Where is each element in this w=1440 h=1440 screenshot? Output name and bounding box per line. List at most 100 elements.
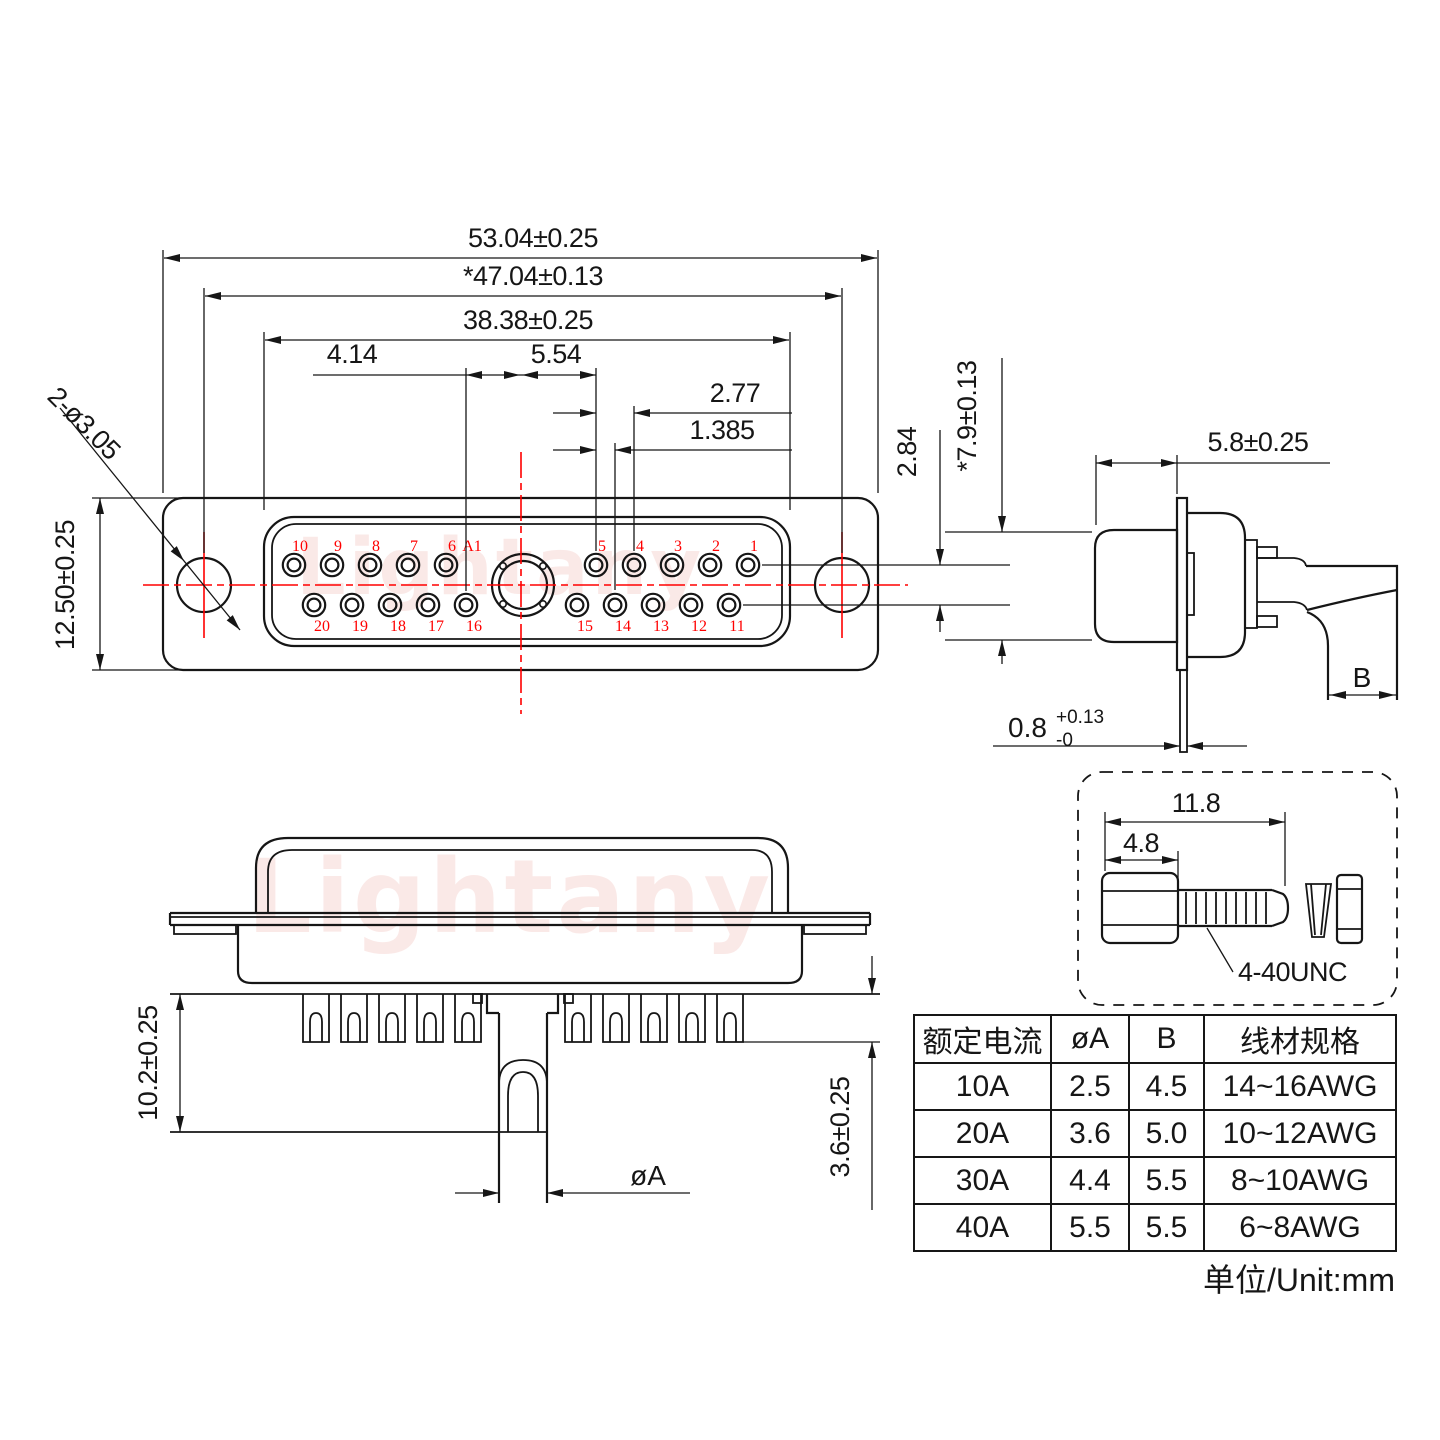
side-shell	[1093, 528, 1179, 644]
side-pin-upper	[1256, 546, 1278, 559]
cell: 14~16AWG	[1203, 1062, 1397, 1111]
col-wire-gauge: 线材规格	[1203, 1014, 1397, 1064]
dim-hole-span: *47.04±0.13	[463, 261, 603, 291]
solder-cups	[302, 994, 744, 1043]
thread-spec: 4-40UNC	[1238, 957, 1347, 987]
side-rib	[1186, 552, 1195, 616]
dim-front-depth: 5.8±0.25	[1208, 427, 1309, 457]
cell: 20A	[913, 1109, 1052, 1158]
pin-label: 5	[598, 538, 606, 555]
cell: 3.6	[1050, 1109, 1130, 1158]
dim-body-height: 12.50±0.25	[50, 520, 80, 650]
d-shell-inner	[271, 523, 783, 640]
wedge-part	[1304, 883, 1333, 938]
table-row: 10A 2.5 4.5 14~16AWG	[913, 1062, 1397, 1111]
pin-numbers: 10 9 8 7 6 5 4 3 2 1 20 19 18 17 16 15 1…	[292, 538, 758, 635]
dim-row-gap: 2.84	[892, 426, 922, 477]
dim-screw-head: 4.8	[1123, 828, 1159, 858]
bottom-body	[236, 925, 804, 985]
pin-label: 7	[410, 538, 418, 555]
pin-label: 4	[636, 538, 644, 555]
pin-contacts	[281, 552, 761, 618]
watermark-bottom: Lightany	[247, 838, 773, 957]
screw-detail: 11.8 4.8	[1077, 771, 1398, 1006]
cell: 30A	[913, 1156, 1052, 1205]
side-flange	[1175, 496, 1189, 672]
dim-flange-tol-plus: +0.13	[1056, 707, 1104, 728]
pin-label: 17	[428, 618, 444, 635]
bottom-view: 10.2±0.25 3.6±0.25 øA	[133, 836, 880, 1210]
dim-shell-width: 38.38±0.25	[463, 305, 593, 335]
spec-table: 额定电流 øA B 线材规格 10A 2.5 4.5 14~16AWG 20A …	[913, 1014, 1397, 1252]
cell: 8~10AWG	[1203, 1156, 1397, 1205]
side-cup-curve	[1306, 588, 1398, 612]
dim-pin-pitch: 2.77	[710, 378, 761, 408]
d-shell-outer	[262, 515, 792, 648]
dim-cup-depth: 10.2±0.25	[133, 1005, 163, 1120]
pin-label: 11	[729, 618, 744, 635]
table-row: 30A 4.4 5.5 8~10AWG	[913, 1156, 1397, 1205]
col-b: B	[1128, 1014, 1205, 1064]
pin-label: 2	[712, 538, 720, 555]
pin-label: 18	[390, 618, 406, 635]
cell: 5.5	[1128, 1203, 1205, 1252]
bottom-hood-inner	[267, 849, 773, 913]
bottom-flange	[168, 911, 872, 935]
dim-cup-width: B	[1353, 662, 1372, 693]
pin-label: 19	[352, 618, 368, 635]
dim-cup-height: 3.6±0.25	[825, 1077, 855, 1178]
pin-label: 12	[691, 618, 707, 635]
table-row: 20A 3.6 5.0 10~12AWG	[913, 1109, 1397, 1158]
side-flange-tail	[1179, 669, 1188, 753]
pin-label: 8	[372, 538, 380, 555]
pin-label: 1	[750, 538, 758, 555]
cell: 5.0	[1128, 1109, 1205, 1158]
solder-cup-slots	[309, 1012, 737, 1042]
col-dia-a: øA	[1050, 1014, 1130, 1064]
side-pin-lower	[1256, 615, 1278, 628]
side-cup-outer	[1306, 564, 1399, 700]
front-view: 10 9 8 7 6 5 4 3 2 1 20 19 18 17 16 15 1…	[143, 452, 908, 714]
side-hood	[1188, 511, 1247, 659]
bottom-hood-outer	[254, 836, 790, 913]
pin-label-a1: A1	[462, 538, 482, 555]
pin-label: 16	[466, 618, 482, 635]
pin-label: 13	[653, 618, 669, 635]
table-row: 40A 5.5 5.5 6~8AWG	[913, 1203, 1397, 1252]
dim-pin-diameter: øA	[630, 1160, 666, 1191]
cell: 4.5	[1128, 1062, 1205, 1111]
table-header-row: 额定电流 øA B 线材规格	[913, 1014, 1397, 1064]
dim-flange-tol-minus: -0	[1056, 730, 1073, 751]
dim-a1-pin5: 5.54	[531, 339, 582, 369]
pin-label: 20	[314, 618, 330, 635]
unit-note: 单位/Unit:mm	[1202, 1262, 1395, 1298]
dim-a1-pin16: 4.14	[327, 339, 378, 369]
pin-label: 15	[577, 618, 593, 635]
side-neck	[1244, 539, 1258, 629]
coax-solder-barrel	[485, 994, 560, 1203]
dim-total-width: 53.04±0.25	[468, 223, 598, 253]
pin-label: 9	[334, 538, 342, 555]
col-rated-current: 额定电流	[913, 1014, 1052, 1064]
cell: 5.5	[1128, 1156, 1205, 1205]
cell: 40A	[913, 1203, 1052, 1252]
cell: 4.4	[1050, 1156, 1130, 1205]
cell: 6~8AWG	[1203, 1203, 1397, 1252]
cell: 10~12AWG	[1203, 1109, 1397, 1158]
pin-label: 3	[674, 538, 682, 555]
pin-label: 14	[615, 618, 631, 635]
cell: 5.5	[1050, 1203, 1130, 1252]
jack-screw	[1100, 871, 1290, 945]
dim-mount-holes: 2-ø3.05	[42, 381, 127, 466]
side-cup-left	[1306, 610, 1330, 700]
nut-part	[1335, 873, 1364, 945]
dim-screw-length: 11.8	[1172, 788, 1221, 818]
pin-label: 6	[448, 538, 456, 555]
dim-shell-height: *7.9±0.13	[952, 361, 982, 472]
cell: 2.5	[1050, 1062, 1130, 1111]
dim-half-pitch: 1.385	[689, 415, 754, 445]
pin-label: 10	[292, 538, 308, 555]
detail-box	[1077, 771, 1398, 1006]
